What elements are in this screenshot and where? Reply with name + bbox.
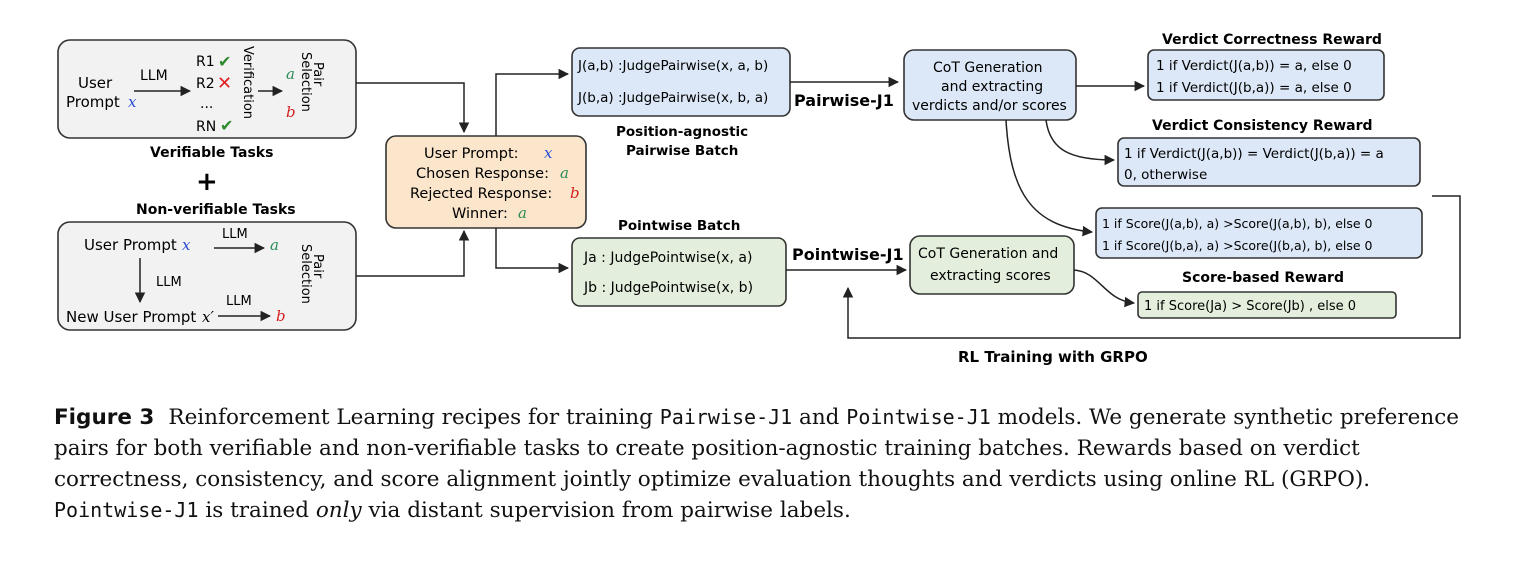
training-diagram: User Prompt x LLM R1 ✔ R2 ✕ ... RN ✔ Ver… <box>57 32 1461 366</box>
verdict-correctness-box <box>1147 49 1385 101</box>
var-a: a <box>270 236 279 254</box>
pairwise-batch-label-2: Pairwise Batch <box>626 143 738 159</box>
figure-caption: Figure 3 Reinforcement Learning recipes f… <box>54 402 1474 526</box>
figure-number: Figure 3 <box>54 405 155 430</box>
verifiable-connector <box>356 82 470 134</box>
new-user-prompt-label: New User Prompt <box>66 308 196 326</box>
to-pairwise-arrow <box>495 68 570 136</box>
score-based-box <box>1137 291 1397 319</box>
var-x: x <box>128 93 137 111</box>
var-a: a <box>286 65 295 83</box>
pairwise-j1-label: Pairwise-J1 <box>794 91 894 110</box>
rl-loop-arrow <box>842 195 1461 339</box>
check-icon: ✔ <box>218 52 231 71</box>
verdict-consistency-line-1: 1 if Verdict(J(a,b)) = Verdict(J(b,a)) =… <box>1124 146 1384 162</box>
verdict-correctness-line-1: 1 if Verdict(J(a,b)) = a, else 0 <box>1156 58 1352 74</box>
caption-code-1: Pairwise-J1 <box>659 405 793 429</box>
check-icon: ✔ <box>220 116 233 135</box>
caption-text-1: Reinforcement Learning recipes for train… <box>168 405 660 430</box>
user-prompt-label-2: Prompt <box>66 93 120 111</box>
winner-field: Winner: <box>452 206 508 222</box>
score-based-title: Score-based Reward <box>1182 270 1344 286</box>
var-b: b <box>570 184 580 202</box>
rejected-response-field: Rejected Response: <box>410 186 552 202</box>
rn-label: RN <box>196 119 216 135</box>
caption-code-2: Pointwise-J1 <box>846 405 991 429</box>
nonverifiable-tasks-label: Non-verifiable Tasks <box>136 202 296 218</box>
chosen-response-field: Chosen Response: <box>416 166 549 182</box>
score-pair-line-2: 1 if Score(J(b,a), a) >Score(J(b,a), b),… <box>1102 238 1373 253</box>
pointwise-batch-line-1: Ja : JudgePointwise(x, a) <box>583 250 752 266</box>
var-a: a <box>518 204 527 222</box>
selection-label: Selection <box>298 52 313 112</box>
selection-label: Selection <box>298 244 313 304</box>
cross-icon: ✕ <box>217 73 232 94</box>
rl-training-label: RL Training with GRPO <box>958 348 1148 366</box>
ellipsis: ... <box>200 96 213 112</box>
caption-code-3: Pointwise-J1 <box>54 498 199 522</box>
cot-pairwise-box <box>903 49 1077 121</box>
verdict-consistency-title: Verdict Consistency Reward <box>1152 118 1373 134</box>
score-based-line-1: 1 if Score(Ja) > Score(Jb) , else 0 <box>1144 299 1356 314</box>
var-b: b <box>286 103 296 121</box>
caption-text-4: is trained <box>198 498 316 523</box>
user-prompt-field: User Prompt: <box>424 146 519 162</box>
cot-pointwise-box <box>909 235 1075 295</box>
caption-emphasis: only <box>315 498 362 523</box>
pairwise-batch-line-2: J(b,a) :JudgePairwise(x, b, a) <box>577 90 768 106</box>
llm-label: LLM <box>156 275 182 290</box>
pairwise-batch-label-1: Position-agnostic <box>616 124 748 140</box>
caption-text-5: via distant supervision from pairwise la… <box>361 498 851 523</box>
pointwise-batch-box <box>571 237 787 307</box>
score-pair-box <box>1095 207 1423 259</box>
pointwise-batch-label: Pointwise Batch <box>618 218 740 234</box>
score-pair-line-1: 1 if Score(J(a,b), a) >Score(J(a,b), b),… <box>1102 216 1373 231</box>
llm-label: LLM <box>222 227 248 242</box>
verifiable-tasks-label: Verifiable Tasks <box>150 145 273 161</box>
caption-text-3: models. We generate synthetic preference… <box>54 405 1459 492</box>
pairwise-batch-line-1: J(a,b) :JudgePairwise(x, a, b) <box>577 58 768 74</box>
cot-pairwise-line-3: verdicts and/or scores <box>912 98 1067 114</box>
to-pointwise-arrow <box>495 228 570 274</box>
caption-text-2: and <box>792 405 847 430</box>
user-prompt-label: User Prompt <box>84 236 177 254</box>
user-prompt-label: User <box>78 74 113 92</box>
pair-label: Pair <box>310 254 325 279</box>
to-score-based-arrow <box>1073 269 1136 308</box>
verifiable-box <box>57 39 357 139</box>
verdict-correctness-line-2: 1 if Verdict(J(b,a)) = a, else 0 <box>1156 80 1352 96</box>
verification-label: Verification <box>240 46 255 119</box>
pair-label: Pair <box>310 62 325 87</box>
var-x-prime: x′ <box>202 308 214 326</box>
cot-pointwise-line-1: CoT Generation and <box>918 246 1058 262</box>
var-x: x <box>544 144 553 162</box>
to-consistency-arrow <box>1045 119 1116 166</box>
verdict-correctness-title: Verdict Correctness Reward <box>1162 32 1382 48</box>
verdict-consistency-box <box>1117 137 1421 187</box>
cot-pairwise-line-2: and extracting <box>941 79 1043 95</box>
llm-label: LLM <box>226 294 252 309</box>
pointwise-j1-label: Pointwise-J1 <box>792 245 904 264</box>
cot-pairwise-line-1: CoT Generation <box>933 60 1042 76</box>
var-b: b <box>276 307 286 325</box>
cot-pointwise-line-2: extracting scores <box>930 268 1051 284</box>
llm-label: LLM <box>140 68 168 84</box>
verdict-consistency-line-2: 0, otherwise <box>1124 167 1207 183</box>
r1-label: R1 <box>196 54 215 70</box>
plus-sign: + <box>196 167 218 197</box>
r2-label: R2 <box>196 76 215 92</box>
var-x: x <box>182 236 191 254</box>
nonverifiable-connector <box>356 229 470 277</box>
to-score-pair-arrow <box>1005 119 1094 237</box>
preference-pair-box <box>385 135 587 229</box>
var-a: a <box>560 164 569 182</box>
pointwise-batch-line-2: Jb : JudgePointwise(x, b) <box>583 280 753 296</box>
